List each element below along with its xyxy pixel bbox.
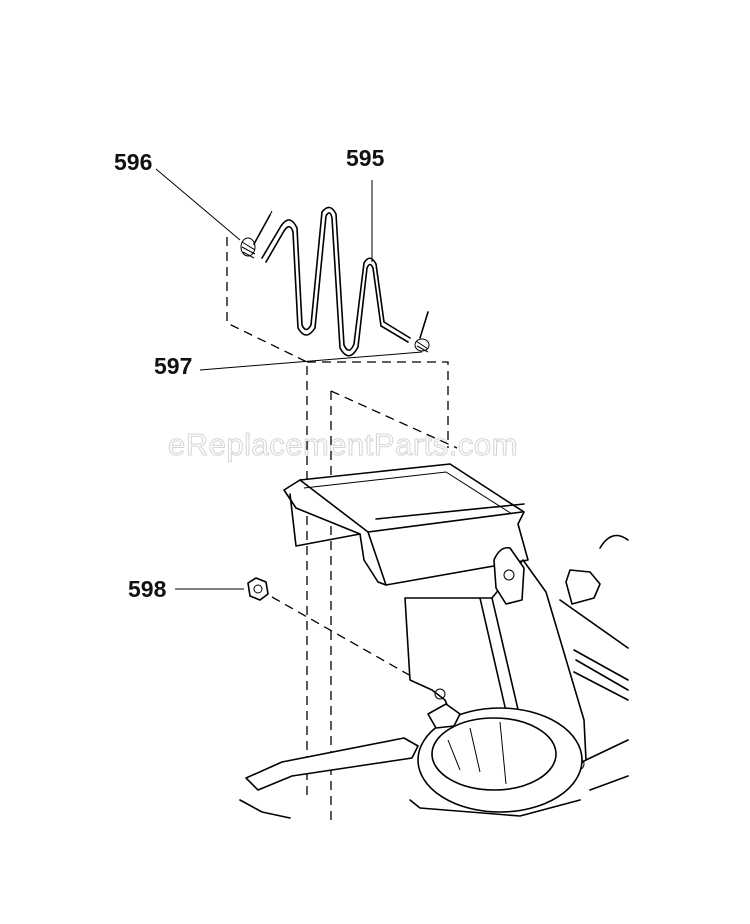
callout-596: 596 [114,149,152,175]
nut-598 [247,577,269,601]
watermark: eReplacementParts.com [168,427,518,462]
callout-597: 597 [154,353,192,379]
chute-assembly [239,463,629,819]
spring-595 [240,206,430,357]
callout-595: 595 [346,145,385,171]
leader-lines [155,168,423,590]
callout-598: 598 [128,576,167,602]
